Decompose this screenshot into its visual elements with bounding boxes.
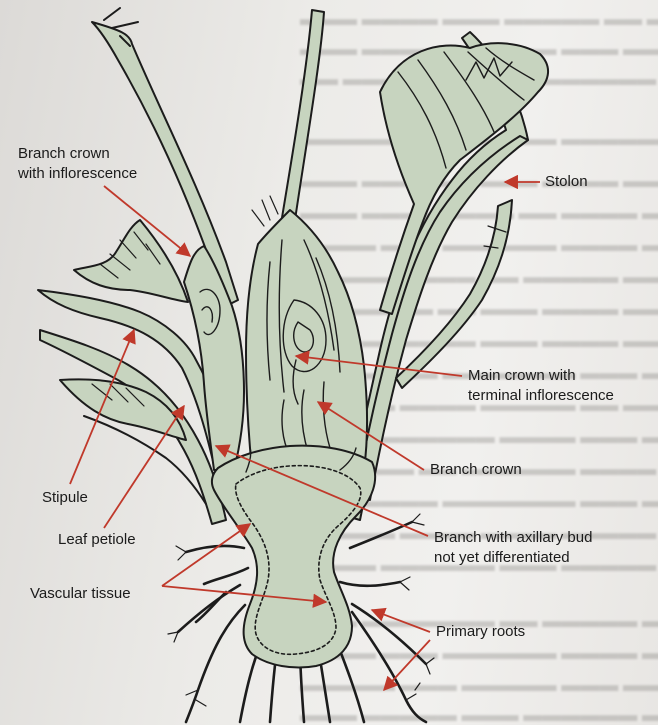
arrow-vascular-tissue-left [162,524,250,586]
label-branch-axillary-bud: Branch with axillary bud not yet differe… [434,528,592,568]
left-leaf-blade [74,220,188,302]
arrow-primary-roots-upper [372,610,430,632]
label-stipule: Stipule [42,488,88,508]
label-main-crown: Main crown with terminal inflorescence [468,366,614,406]
label-primary-roots: Primary roots [436,622,525,642]
label-vascular-tissue: Vascular tissue [30,584,131,604]
stolon [356,136,528,500]
label-leaf-petiole: Leaf petiole [58,530,136,550]
label-branch-crown-inflorescence: Branch crown with inflorescence [18,144,137,184]
main-crown-drawing [246,210,367,470]
label-branch-crown: Branch crown [430,460,522,480]
label-stolon: Stolon [545,172,588,192]
